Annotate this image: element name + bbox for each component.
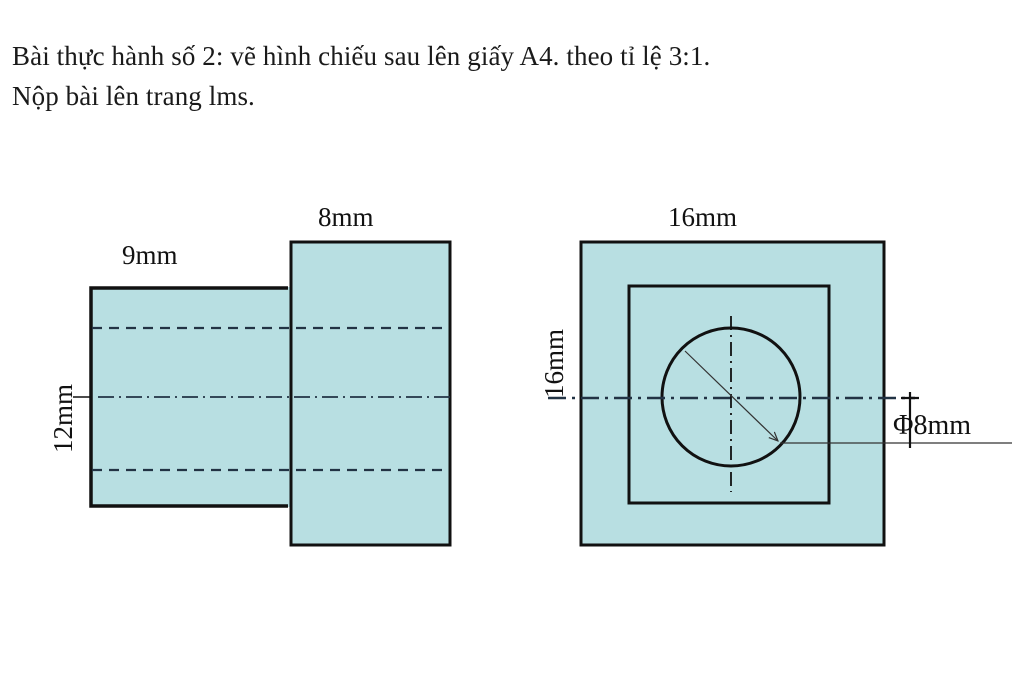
shaft-length-label: 9mm: [122, 240, 178, 270]
width-label: 16mm: [668, 202, 737, 232]
head-length-label: 8mm: [318, 202, 374, 232]
instruction-line-2: Nộp bài lên trang lms.: [12, 81, 255, 111]
height-label: 16mm: [539, 329, 569, 398]
inner-square: [627, 284, 831, 505]
diameter-leader-arrow: [684, 350, 778, 441]
hole-diameter-label: Φ8mm: [893, 410, 971, 441]
shaft-diameter-label: 12mm: [48, 384, 78, 453]
outer-square: [579, 240, 886, 547]
instruction-line-1: Bài thực hành số 2: vẽ hình chiếu sau lê…: [12, 41, 711, 71]
front-view: 9mm 8mm 12mm: [48, 202, 455, 547]
side-view: 16mm 16mm Φ8mm: [539, 202, 1012, 547]
head-body: [289, 240, 452, 547]
assignment-instructions: Bài thực hành số 2: vẽ hình chiếu sau lê…: [12, 36, 710, 116]
